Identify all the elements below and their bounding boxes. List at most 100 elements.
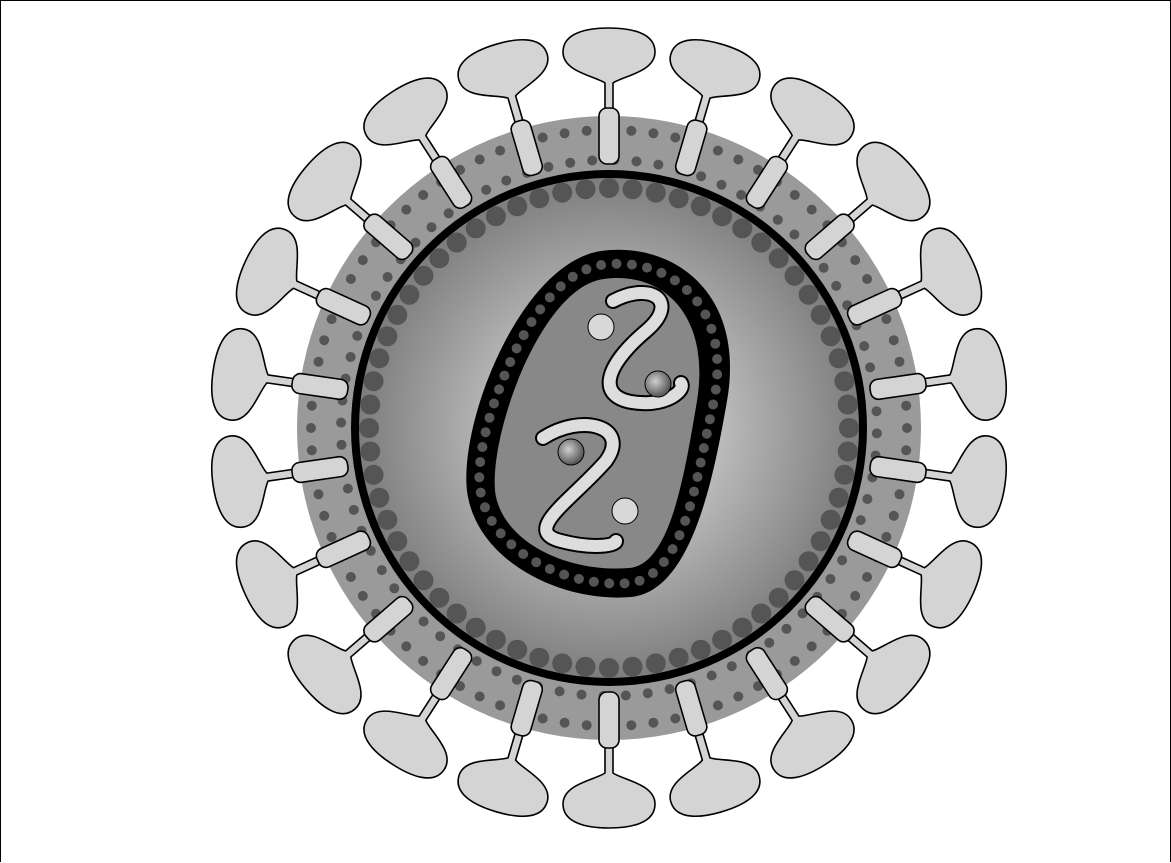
envelope-dot: [889, 335, 899, 345]
envelope-dot: [807, 641, 817, 651]
matrix-dot: [377, 510, 397, 530]
envelope-dot: [831, 281, 841, 291]
envelope-dot: [346, 352, 356, 362]
envelope-dot: [819, 263, 829, 273]
capsid-bead: [604, 578, 614, 588]
envelope-dot: [862, 274, 872, 284]
matrix-dot: [387, 305, 407, 325]
capsid-bead: [705, 414, 715, 424]
envelope-dot: [733, 155, 743, 165]
envelope-dot: [587, 156, 597, 166]
envelope-dot: [582, 126, 592, 136]
capsid-bead: [499, 371, 509, 381]
envelope-dot: [401, 641, 411, 651]
envelope-dot: [314, 357, 324, 367]
envelope-dot: [670, 714, 680, 724]
matrix-dot: [360, 395, 380, 415]
envelope-dot: [419, 617, 429, 627]
matrix-dot: [576, 657, 596, 677]
matrix-dot: [646, 183, 666, 203]
envelope-dot: [327, 532, 337, 542]
capsid-bead: [487, 516, 497, 526]
capsid-bead: [545, 292, 555, 302]
matrix-dot: [669, 188, 689, 208]
enzyme-light-bottom: [612, 498, 638, 524]
envelope-dot: [859, 341, 869, 351]
matrix-dot: [839, 418, 859, 438]
envelope-dot: [427, 222, 437, 232]
envelope-dot: [850, 255, 860, 265]
matrix-dot: [834, 371, 854, 391]
matrix-dot: [838, 442, 858, 462]
envelope-dot: [560, 128, 570, 138]
envelope-dot: [346, 572, 356, 582]
matrix-dot: [486, 630, 506, 650]
matrix-dot: [811, 305, 831, 325]
envelope-dot: [632, 156, 642, 166]
envelope-dot: [418, 656, 428, 666]
matrix-dot: [785, 266, 805, 286]
matrix-dot: [623, 657, 643, 677]
envelope-dot: [307, 445, 317, 455]
capsid-bead: [527, 317, 537, 327]
capsid-bead: [612, 259, 622, 269]
envelope-dot: [389, 583, 399, 593]
matrix-dot: [399, 551, 419, 571]
capsid-bead: [477, 442, 487, 452]
envelope-dot: [358, 591, 368, 601]
capsid-bead: [675, 530, 685, 540]
capsid-bead: [627, 260, 637, 270]
envelope-dot: [538, 133, 548, 143]
capsid-bead: [712, 354, 722, 364]
envelope-dot: [736, 190, 746, 200]
matrix-dot: [691, 640, 711, 660]
matrix-dot: [486, 206, 506, 226]
spike-head: [911, 326, 1011, 430]
capsid-bead: [620, 578, 630, 588]
matrix-dot: [834, 465, 854, 485]
envelope-dot: [319, 511, 329, 521]
envelope-dot: [665, 684, 675, 694]
matrix-dot: [447, 233, 467, 253]
matrix-dot: [751, 233, 771, 253]
capsid-bead: [685, 501, 695, 511]
matrix-dot: [829, 348, 849, 368]
envelope-dot: [560, 718, 570, 728]
capsid-bead: [512, 343, 522, 353]
envelope-dot: [865, 362, 875, 372]
envelope-dot: [837, 555, 847, 565]
envelope-dot: [495, 700, 505, 710]
envelope-dot: [670, 133, 680, 143]
matrix-dot: [732, 618, 752, 638]
matrix-dot: [712, 630, 732, 650]
matrix-dot: [414, 266, 434, 286]
spike-head: [207, 326, 307, 430]
envelope-dot: [773, 215, 783, 225]
envelope-dot: [648, 128, 658, 138]
envelope-dot: [371, 291, 381, 301]
matrix-dot: [576, 179, 596, 199]
matrix-dot: [377, 326, 397, 346]
envelope-dot: [337, 440, 347, 450]
matrix-dot: [821, 510, 841, 530]
matrix-dot: [785, 570, 805, 590]
envelope-dot: [327, 314, 337, 324]
enzyme-light-top: [588, 314, 614, 340]
capsid-bead: [648, 568, 658, 578]
spike-head: [563, 28, 655, 116]
spike-head: [563, 740, 655, 828]
envelope-dot: [850, 591, 860, 601]
matrix-dot: [387, 531, 407, 551]
matrix-dot: [646, 653, 666, 673]
envelope-dot: [444, 208, 454, 218]
envelope-dot: [889, 511, 899, 521]
matrix-dot: [732, 218, 752, 238]
envelope-dot: [727, 661, 737, 671]
envelope-dot: [764, 638, 774, 648]
envelope-dot: [872, 428, 882, 438]
capsid-bead: [659, 557, 669, 567]
matrix-dot: [507, 196, 527, 216]
envelope-dot: [713, 146, 723, 156]
capsid-bead: [711, 385, 721, 395]
